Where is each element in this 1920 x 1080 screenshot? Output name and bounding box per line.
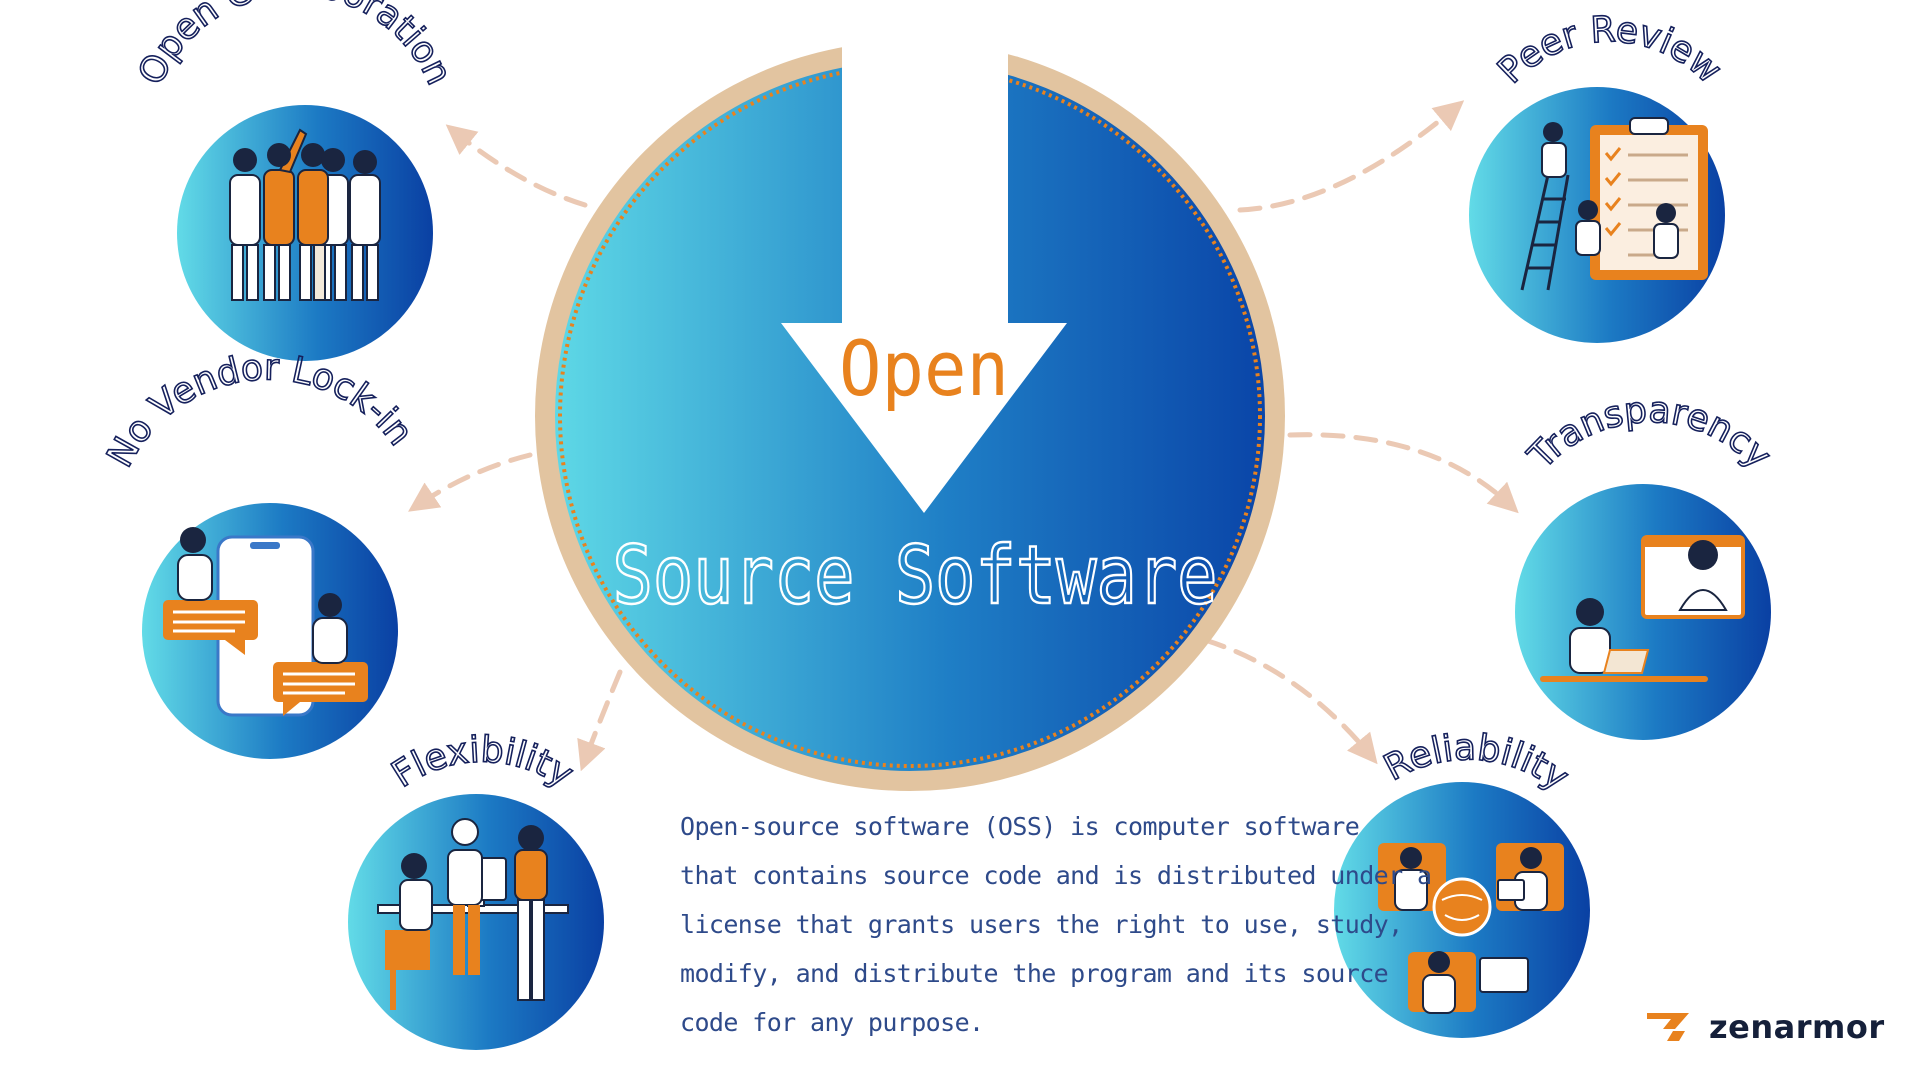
arrow-to-open-collaboration xyxy=(445,124,588,208)
brand-logo: zenarmor xyxy=(1645,1006,1885,1048)
label-peer-review: Peer Review xyxy=(1490,9,1729,91)
network-collaboration-icon xyxy=(1378,843,1564,1014)
feature-open-collaboration xyxy=(177,105,433,361)
description-line: license that grants users the right to u… xyxy=(680,910,1403,939)
label-flexibility: Flexibility xyxy=(385,729,580,795)
down-arrow-icon xyxy=(781,36,1067,513)
center-word-open: Open xyxy=(839,324,1009,413)
center-word-source: Source Software xyxy=(613,529,1218,622)
feature-peer-review xyxy=(1469,87,1725,343)
people-celebrating-icon xyxy=(229,128,381,301)
feature-no-vendor-lock-in xyxy=(142,503,398,759)
arrow-to-reliability xyxy=(1202,637,1378,765)
clipboard-checklist-icon xyxy=(1520,117,1708,291)
description-line: Open-source software (OSS) is computer s… xyxy=(680,812,1360,841)
feature-flexibility xyxy=(348,794,604,1050)
label-open-collaboration: Open Collaboration xyxy=(131,0,460,91)
description-line: that contains source code and is distrib… xyxy=(680,861,1432,890)
label-transparency: Transparency xyxy=(1520,390,1779,478)
feature-reliability xyxy=(1334,782,1590,1038)
brand-name: zenarmor xyxy=(1709,1008,1885,1046)
arrow-to-no-vendor-lock-in xyxy=(408,452,533,512)
description-line: modify, and distribute the program and i… xyxy=(680,959,1389,988)
team-at-desk-icon xyxy=(377,818,569,1010)
arrow-to-flexibility xyxy=(577,669,623,772)
feature-transparency xyxy=(1515,484,1771,740)
description-line: code for any purpose. xyxy=(680,1008,984,1037)
oss-description: Open-source software (OSS) is computer s… xyxy=(680,802,1432,1047)
arrow-to-transparency xyxy=(1287,432,1519,514)
video-call-icon xyxy=(1540,535,1745,682)
zenarmor-logo-icon xyxy=(1647,1013,1689,1041)
central-circle: Open Source Software xyxy=(535,36,1285,791)
label-no-vendor-lock-in: No Vendor Lock-in xyxy=(99,347,420,474)
connector-arrows xyxy=(408,100,1519,772)
arrow-to-peer-review xyxy=(1237,100,1465,213)
smartphone-chat-icon xyxy=(163,527,368,717)
